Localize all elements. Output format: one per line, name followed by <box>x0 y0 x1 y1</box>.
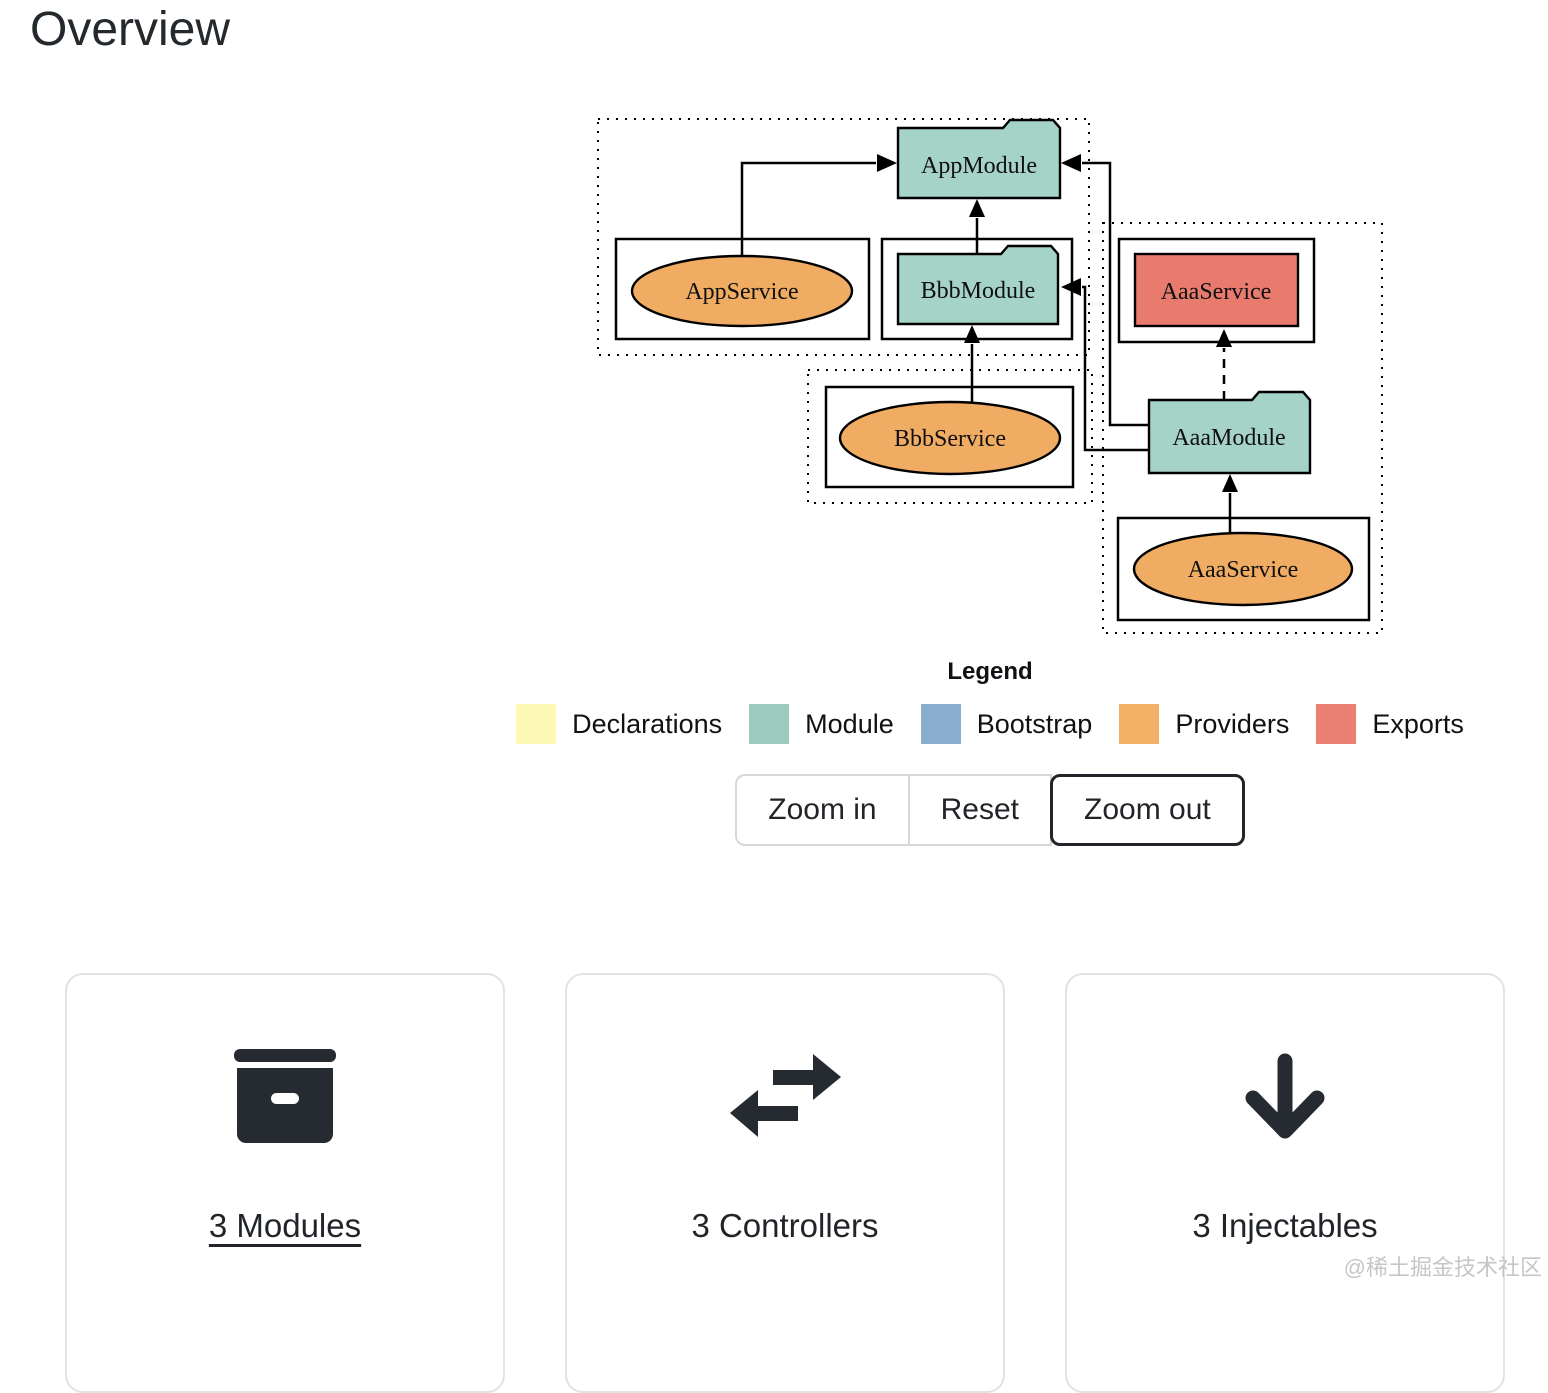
module-swatch <box>749 704 790 744</box>
cluster-appmodule <box>597 118 1090 356</box>
exports-swatch <box>1316 704 1357 744</box>
cluster-bbbmodule-providers <box>807 369 1093 504</box>
declarations-swatch <box>516 704 557 744</box>
cluster-aaamodule <box>1102 222 1383 634</box>
injectables-card: 3 Injectables <box>1065 973 1505 1393</box>
legend-item-declarations: Declarations <box>516 704 722 744</box>
legend-title: Legend <box>947 658 1033 685</box>
node-bbbservice[interactable]: BbbService <box>838 400 1062 476</box>
zoom-in-button[interactable]: Zoom in <box>735 774 908 846</box>
node-label: AppModule <box>921 153 1037 179</box>
overview-page: { "page": { "title": "Overview", "waterm… <box>30 3 1548 1393</box>
node-label: BbbModule <box>921 278 1036 304</box>
arrowhead <box>877 154 897 172</box>
arrowhead <box>969 199 985 217</box>
legend-item-module: Module <box>749 704 894 744</box>
arrowhead <box>964 325 980 343</box>
node-label: AppService <box>685 279 798 305</box>
arrowhead <box>1061 278 1081 296</box>
controllers-card: 3 Controllers <box>565 973 1005 1393</box>
edge-aaamodule-appmodule <box>1082 161 1149 427</box>
legend-item-label: Providers <box>1175 708 1290 739</box>
legend-item-providers: Providers <box>1119 704 1289 744</box>
arrowhead <box>1216 329 1232 347</box>
graph-zoom-controls: Zoom in Reset Zoom out <box>432 774 1548 846</box>
providers-swatch <box>1119 704 1160 744</box>
node-label: BbbService <box>894 426 1006 452</box>
arrowhead <box>1222 474 1238 492</box>
page-title: Overview <box>30 3 231 56</box>
legend-item-exports: Exports <box>1316 704 1464 744</box>
node-label: AaaService <box>1161 279 1272 305</box>
node-bbbmodule[interactable]: BbbModule <box>896 244 1060 326</box>
archive-icon <box>234 1049 336 1143</box>
modules-card: 3 Modules <box>65 973 505 1393</box>
controllers-label: 3 Controllers <box>691 1207 879 1244</box>
legend-item-bootstrap: Bootstrap <box>920 704 1093 744</box>
legend-row: Declarations Module Bootstrap Providers … <box>432 704 1548 744</box>
modules-link[interactable]: 3 Modules <box>208 1207 362 1244</box>
node-aaamodule[interactable]: AaaModule <box>1147 390 1312 475</box>
edge-appservice-appmodule <box>740 161 876 257</box>
bootstrap-swatch <box>920 704 961 744</box>
edge-aaamodule-bbbmodule <box>1082 285 1149 452</box>
arrowhead <box>1061 154 1081 172</box>
watermark: @稀土掘金技术社区 <box>1343 1255 1542 1280</box>
dependencies-graph: AppModule BbbModule AaaModule AppService… <box>597 118 1383 634</box>
node-appmodule[interactable]: AppModule <box>896 118 1062 200</box>
graph-legend: Legend Declarations Module Bootstrap Pro… <box>432 658 1548 744</box>
node-appservice[interactable]: AppService <box>630 254 854 328</box>
legend-item-label: Bootstrap <box>976 708 1093 739</box>
node-label: AaaService <box>1188 557 1299 583</box>
node-aaaservice-exported[interactable]: AaaService <box>1133 252 1300 328</box>
injectables-label: 3 Injectables <box>1192 1207 1378 1244</box>
legend-item-label: Exports <box>1372 708 1464 739</box>
node-aaaservice-provider[interactable]: AaaService <box>1132 531 1354 607</box>
legend-item-label: Declarations <box>572 708 723 739</box>
swap-arrows-icon <box>729 1049 841 1143</box>
arrow-down-icon <box>1244 1049 1326 1143</box>
legend-item-label: Module <box>805 708 894 739</box>
stats-cards: 3 Modules 3 Controllers 3 Injectables <box>65 973 1505 1393</box>
node-label: AaaModule <box>1172 425 1285 451</box>
reset-button[interactable]: Reset <box>907 774 1052 846</box>
zoom-out-button[interactable]: Zoom out <box>1050 774 1245 846</box>
